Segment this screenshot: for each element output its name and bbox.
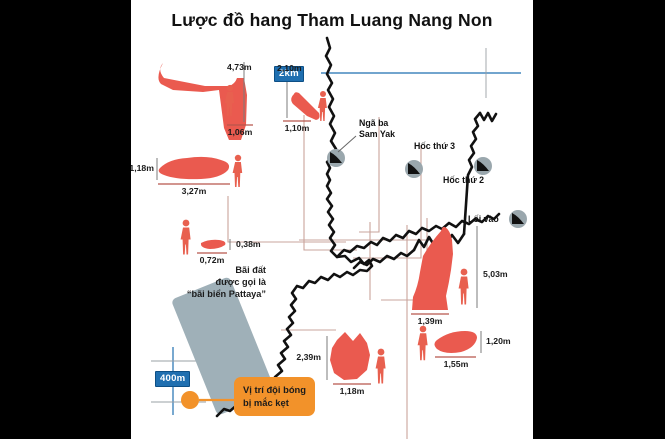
site-label-entrance: Lối vào — [468, 214, 499, 224]
dim-label-bottom-right-width: 1,55m — [443, 359, 469, 369]
site-markers — [327, 135, 527, 228]
dim-label-top-left-height: 4,73m — [227, 62, 252, 72]
dim-label-mid-left-width: 3,27m — [181, 186, 207, 196]
dim-label-narrow-width: 0,72m — [199, 255, 225, 265]
dim-label-tall-right-width: 1,39m — [417, 316, 443, 326]
cross-section-bottom-mid — [326, 332, 386, 385]
cross-section-mid-left — [156, 154, 243, 187]
page-title: Lược đồ hang Tham Luang Nang Non — [171, 10, 493, 30]
trapped-team-line1: Vị trí đội bóng — [243, 384, 307, 395]
human-figure-icon — [232, 154, 243, 187]
pattaya-note-line3: “bãi biển Pattaya” — [186, 288, 266, 299]
cross-section-top-mid — [283, 75, 327, 122]
scale-badge-400m: 400m — [155, 371, 191, 387]
dim-label-top-left-width: 1,06m — [227, 127, 253, 137]
dim-label-bottom-mid-height: 2,39m — [296, 352, 321, 362]
infographic-canvas: Lược đồ hang Tham Luang Nang Non .redfil… — [131, 0, 533, 439]
site-label-sam-yak-line1: Ngã ba — [359, 118, 389, 128]
trapped-team-marker — [181, 391, 234, 409]
dim-label-tall-right-height: 5,03m — [483, 269, 508, 279]
cross-section-top-left — [158, 62, 253, 140]
trapped-team-callout: Vị trí đội bóng bị mắc kẹt — [234, 377, 316, 417]
dim-label-mid-left-height: 1,18m — [131, 163, 154, 173]
dim-label-narrow-height: 0,38m — [236, 239, 261, 249]
dim-label-bottom-mid-width: 1,18m — [339, 386, 365, 396]
human-figure-icon — [417, 325, 428, 361]
dim-label-bottom-right-height: 1,20m — [486, 336, 511, 346]
cross-section-tall-right — [411, 226, 478, 315]
scale-2km-rule — [321, 48, 521, 98]
site-label-chamber-2: Hốc thứ 2 — [443, 175, 485, 185]
cross-section-bottom-right — [417, 325, 482, 361]
dim-label-top-mid-width: 1,10m — [284, 123, 310, 133]
pattaya-note-line1: Bãi đất — [235, 265, 266, 275]
human-figure-icon — [224, 84, 235, 116]
human-figure-icon — [375, 348, 386, 384]
site-label-sam-yak-line2: Sam Yak — [359, 128, 396, 139]
pattaya-beach-note: Bãi đất được gọi là “bãi biển Pattaya” — [131, 265, 266, 301]
leader-lines — [227, 115, 431, 439]
human-figure-icon — [458, 268, 469, 305]
cross-section-narrow — [180, 219, 231, 255]
scale-badge-2km: 2km — [274, 66, 304, 82]
site-label-chamber-3: Hốc thứ 3 — [414, 141, 456, 151]
site-label-sam-yak: Ngã ba Sam Yak — [359, 118, 395, 140]
pattaya-note-line2: được gọi là — [215, 276, 266, 287]
human-figure-icon — [317, 91, 327, 121]
human-figure-icon — [180, 219, 191, 255]
dim-label-top-mid-height: 2,10m — [277, 63, 302, 73]
trapped-team-line2: bị mắc kẹt — [243, 396, 289, 408]
